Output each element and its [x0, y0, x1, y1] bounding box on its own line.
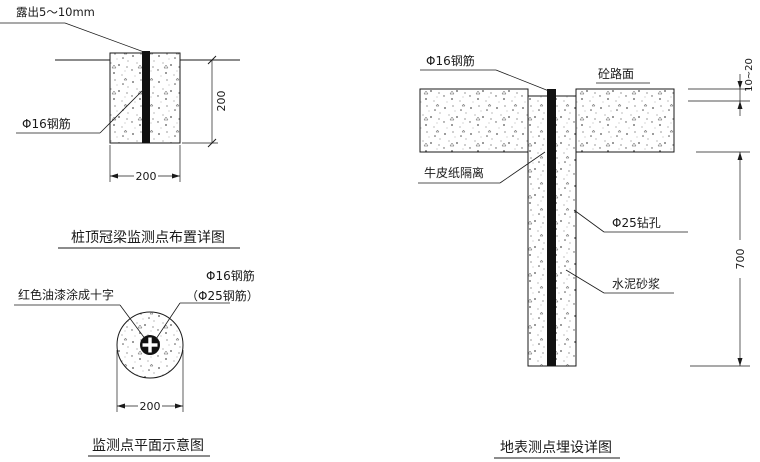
dim-h-arrow-right [172, 173, 180, 179]
dim-10-arrow-top [737, 81, 743, 89]
red-cross-horizontal [142, 343, 158, 347]
surface-point-detail: Φ16钢筋 砼路面 牛皮纸隔离 Φ25钻孔 水泥砂浆 10~20 700 [418, 53, 755, 367]
plan-rebar-leader-diag [155, 302, 181, 340]
title-surface: 地表测点埋设详图 [500, 440, 612, 456]
pavement-left [419, 88, 529, 153]
title-pile-cap: 桩顶冠梁监测点布置详图 [71, 229, 225, 246]
pavement-label: 砼路面 [598, 66, 634, 81]
monitoring-plan: 红色油漆涂成十字 Φ16钢筋 （Φ25钢筋） 200 [14, 268, 259, 413]
mortar-leader-diag [565, 269, 605, 294]
hole-label: Φ25钻孔 [612, 215, 661, 230]
dim-700-arrow-bottom [737, 358, 743, 366]
hole-leader-diag [573, 209, 605, 233]
cross-leader-diag [119, 304, 147, 341]
plan-dim-arrow-left [117, 403, 125, 409]
exposed-leader-diag [64, 22, 145, 53]
plan-dim-200: 200 [140, 400, 161, 413]
rebar-right-label: Φ16钢筋 [426, 53, 475, 68]
kraft-label: 牛皮纸隔离 [424, 165, 484, 180]
rebar-right-leader-diag [495, 69, 550, 92]
exposed-label: 露出5～10mm [16, 5, 95, 19]
dim-h-arrow-left [110, 173, 118, 179]
dim-10-20: 10~20 [744, 58, 755, 92]
plan-dim-arrow-right [175, 403, 183, 409]
pavement-right [575, 88, 675, 153]
red-cross-label: 红色油漆涂成十字 [18, 287, 114, 302]
dim-h-200: 200 [136, 170, 157, 183]
mortar-label: 水泥砂浆 [612, 276, 660, 291]
dim-10-arrow-bottom [737, 101, 743, 109]
rebar-16-long [547, 89, 556, 366]
rebar-16 [142, 51, 150, 143]
rebar-left-leader-diag [99, 89, 144, 134]
dim-v-tick-top [207, 55, 217, 65]
title-plan: 监测点平面示意图 [92, 437, 204, 454]
kraft-leader-diag [499, 151, 546, 184]
dim-700-arrow-top [737, 152, 743, 160]
rebar-left-label: Φ16钢筋 [22, 116, 71, 131]
dim-v-tick-bottom [207, 138, 217, 148]
dim-700: 700 [734, 249, 747, 270]
dim-v-200: 200 [215, 91, 228, 112]
plan-rebar16-label: Φ16钢筋 [206, 268, 255, 283]
plan-rebar25-label: （Φ25钢筋） [186, 288, 259, 303]
pile-cap-section: 露出5～10mm Φ16钢筋 200 200 [0, 5, 240, 183]
